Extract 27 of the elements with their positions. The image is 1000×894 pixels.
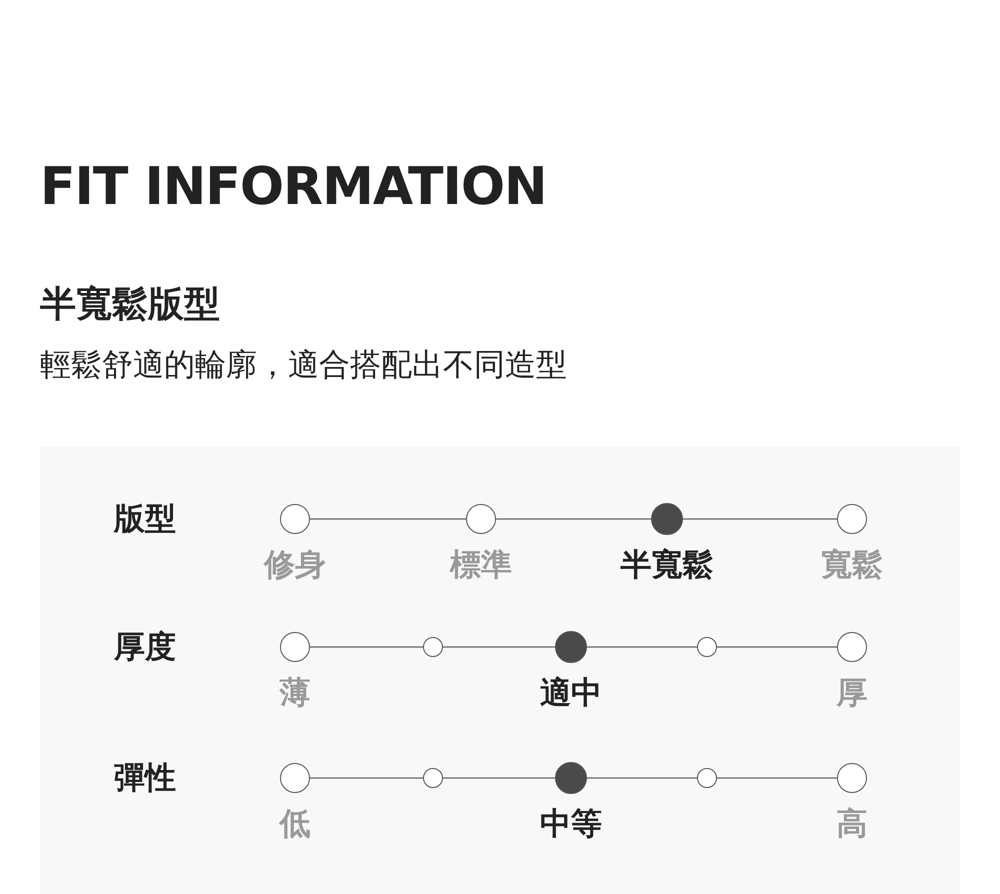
option-label: 厚 [836, 674, 868, 713]
title: FIT INFORMATION [40, 156, 547, 219]
scale-line [717, 646, 837, 648]
scale-line [717, 777, 837, 779]
option-label: 薄 [280, 674, 310, 713]
selected-option-label: 適中 [540, 674, 602, 713]
option-label: 修身 [264, 546, 326, 585]
scale-line [587, 646, 697, 648]
row-label: 厚度 [114, 628, 176, 667]
description: 輕鬆舒適的輪廓，適合搭配出不同造型 [40, 346, 567, 385]
scale-line [443, 777, 555, 779]
scale-line [496, 518, 651, 520]
scale-line [443, 646, 555, 648]
scale-line [310, 646, 423, 648]
selected-option-label: 半寬鬆 [620, 546, 714, 585]
scale-line [310, 518, 466, 520]
row-label: 版型 [114, 500, 176, 539]
option-label: 寬鬆 [821, 546, 883, 585]
option-label: 高 [836, 805, 868, 844]
option-label: 低 [280, 805, 310, 844]
selected-option-label: 中等 [540, 805, 602, 844]
scale-line [683, 518, 837, 520]
scale-line [587, 777, 697, 779]
scale-line [310, 777, 423, 779]
row-label: 彈性 [114, 759, 176, 798]
option-label: 標準 [450, 546, 512, 585]
subheading: 半寬鬆版型 [40, 283, 220, 327]
